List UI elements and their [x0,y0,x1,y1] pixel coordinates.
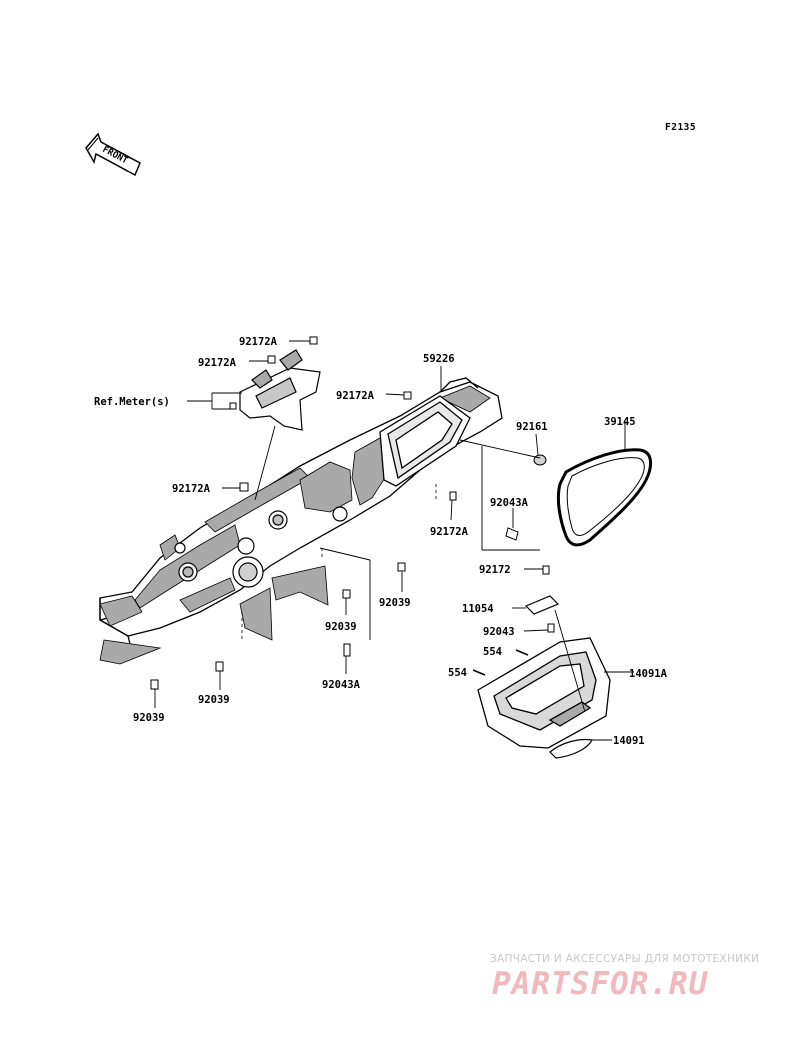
part-labels: 92172A 92172A 92172A 92172A 92172A 59226… [94,336,668,747]
part-label: 92172A [430,526,469,538]
part-label: 92172A [336,390,375,402]
part-label: 14091 [613,735,645,747]
part-label: 92172A [239,336,278,348]
part-label: 14091A [629,668,668,680]
screws-554 [472,649,529,676]
glovebox-frame [379,395,471,487]
watermark-logo[interactable]: PARTSFOR.RU [492,966,709,1002]
seal-39145 [556,448,652,547]
part-label: 92039 [133,712,165,724]
front-arrow-icon: FRONT [85,132,141,177]
watermark-tagline: ЗАПЧАСТИ И АКСЕССУАРЫ ДЛЯ МОТОТЕХНИКИ [490,953,760,965]
leader-lines [154,340,634,741]
part-label: 554 [483,646,502,658]
fasteners [150,336,555,690]
reference-label: Ref.Meter(s) [94,396,170,408]
part-label: 92043 [483,626,515,638]
glovebox-lid [477,637,611,749]
part-label: 92172A [198,357,237,369]
part-label: 92039 [198,694,230,706]
part-label: 11054 [462,603,494,615]
part-label: 92043A [490,497,529,509]
hinge-11054 [524,595,560,615]
part-label: 59226 [423,353,455,365]
panel-shading [99,385,491,665]
part-label: 554 [448,667,467,679]
part-label: 92172 [479,564,511,576]
part-label: 92043A [322,679,361,691]
part-label: 92172A [172,483,211,495]
part-label: 92161 [516,421,548,433]
gauge-holes [174,506,348,588]
figure-code: F2135 [665,122,696,133]
part-label: 92039 [379,597,411,609]
part-label: 39145 [604,416,636,428]
hidden-lines [241,484,437,640]
meter-bracket [239,349,321,431]
part-label: 92039 [325,621,357,633]
